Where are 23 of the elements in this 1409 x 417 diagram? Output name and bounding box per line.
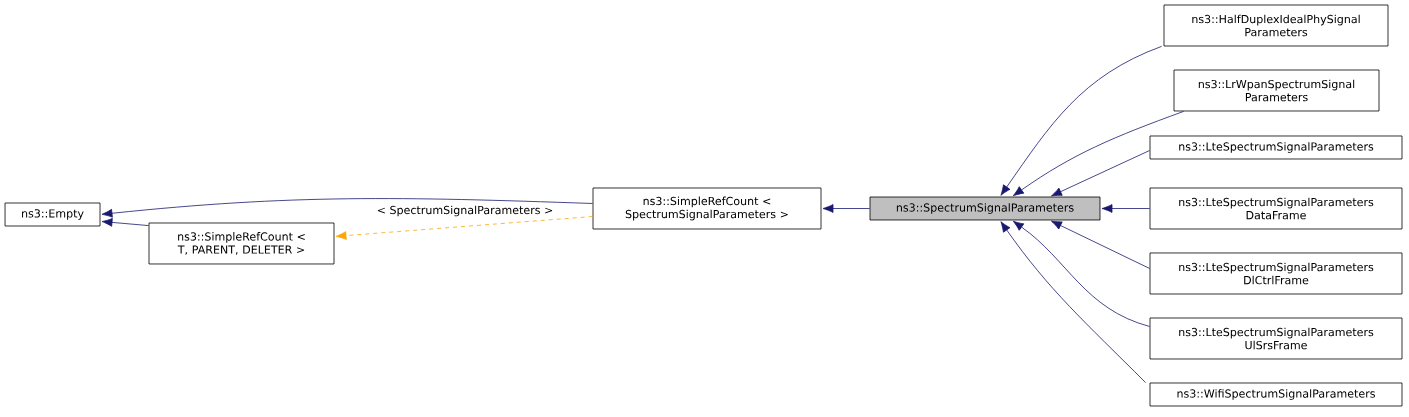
edge-label: < SpectrumSignalParameters > [375,204,555,218]
class-box: ns3::WifiSpectrumSignalParameters [1149,382,1403,407]
arrow [1000,221,1146,383]
arrow [101,218,149,227]
arrow [1012,220,1150,327]
class-box: ns3::SimpleRefCount < T, PARENT, DELETER > [148,222,335,265]
arrow [1051,220,1150,269]
arrow [822,204,870,213]
class-box: ns3::SimpleRefCount < SpectrumSignalParameters > [592,187,822,230]
class-box: ns3::LteSpectrumSignalParameters [1149,135,1403,160]
class-box: ns3::Empty [4,202,101,227]
arrow [1051,150,1150,197]
arrow [1000,46,1162,196]
class-box: ns3::HalfDuplexIdealPhySignal Parameters [1163,4,1389,47]
arrow [1101,204,1150,213]
class-box: ns3::LteSpectrumSignalParameters UlSrsFrame [1149,317,1403,360]
class-box: ns3::LrWpanSpectrumSignal Parameters [1173,69,1380,112]
class-box: ns3::LteSpectrumSignalParameters DataFrame [1149,187,1403,230]
dashed-arrow [335,216,593,240]
highlighted-class-box: ns3::SpectrumSignalParameters [869,196,1101,221]
class-box: ns3::LteSpectrumSignalParameters DlCtrlFrame [1149,252,1403,295]
arrow [1012,111,1184,197]
arrow [101,198,593,218]
